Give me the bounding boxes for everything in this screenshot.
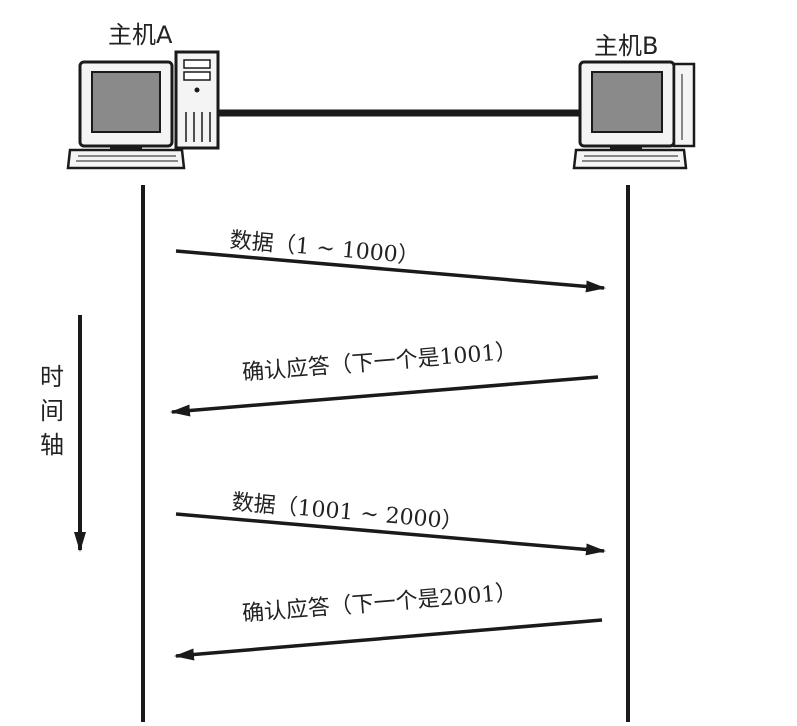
- time-axis-label: 时间轴: [40, 363, 64, 459]
- message-arrow-1: [175, 249, 606, 293]
- message-arrow-4: [174, 618, 603, 661]
- computer-a-icon: [66, 50, 220, 170]
- host-b-label: 主机B: [594, 32, 659, 60]
- message-arrow-3: [175, 512, 606, 556]
- message-arrow-2: [170, 375, 599, 417]
- computer-b-icon: [572, 60, 696, 170]
- host-a-label: 主机A: [108, 21, 173, 49]
